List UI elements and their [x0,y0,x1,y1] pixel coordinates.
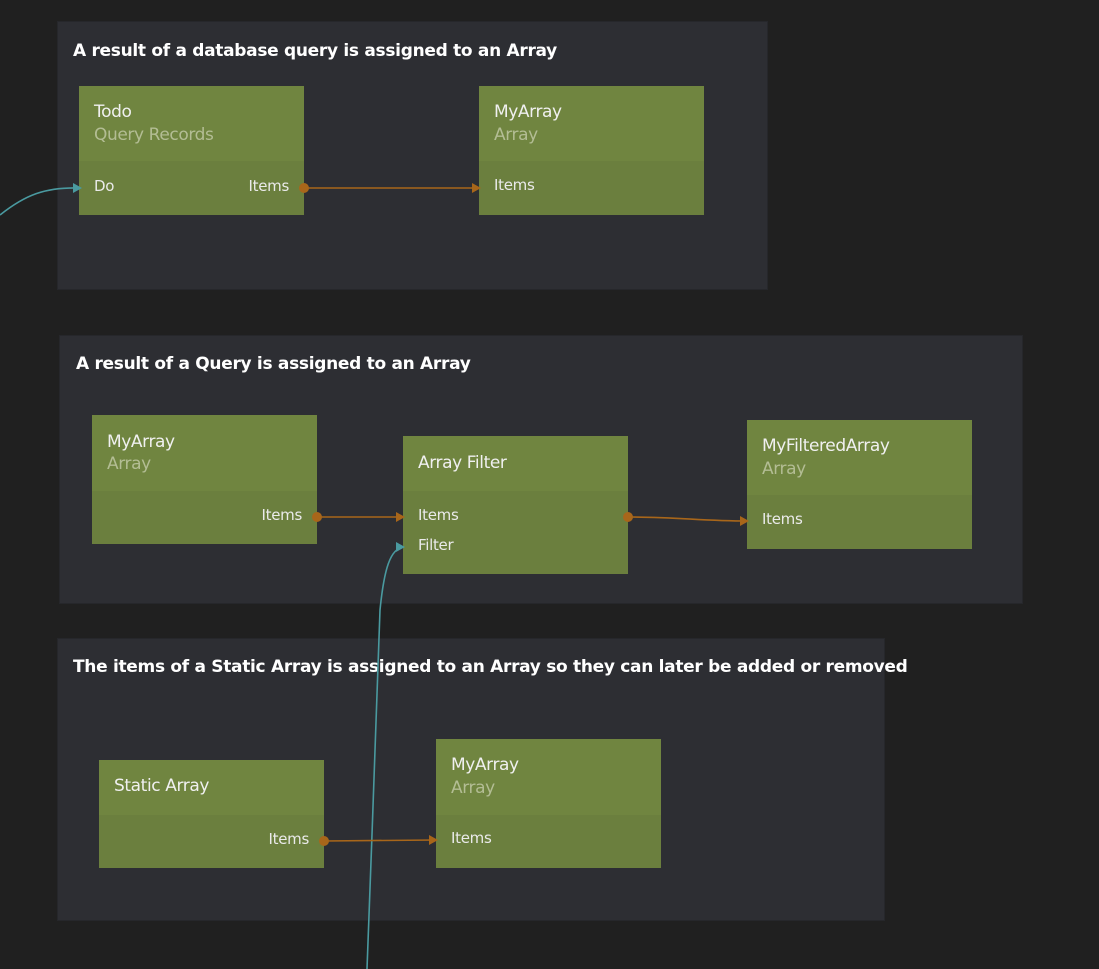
node-subtitle: Query Records [94,125,214,145]
node-subtitle: Array [762,459,806,479]
node-title: MyArray [451,755,519,775]
port-do-label[interactable]: Do [94,177,115,195]
port-items-label[interactable]: Items [451,829,492,847]
comment-title: A result of a database query is assigned… [73,41,557,61]
node-title: Array Filter [418,453,507,473]
node-todo-query-records[interactable]: Todo Query Records Do Items [79,86,304,215]
node-header[interactable] [747,420,972,495]
node-header[interactable] [479,86,704,161]
node-myfilteredarray[interactable]: MyFilteredArray Array Items [747,420,972,549]
port-items-label[interactable]: Items [261,506,303,524]
node-header[interactable] [92,415,317,491]
node-header[interactable] [436,739,661,815]
node-subtitle: Array [107,454,151,474]
node-header[interactable] [79,86,304,161]
port-items-label[interactable]: Items [494,176,535,194]
port-filter-label[interactable]: Filter [418,536,454,554]
node-title: Static Array [114,776,210,796]
node-title: Todo [94,102,132,122]
comment-title: The items of a Static Array is assigned … [73,657,908,677]
node-myarray[interactable]: MyArray Array Items [479,86,704,215]
node-myarray[interactable]: MyArray Array Items [92,415,317,544]
node-subtitle: Array [451,778,495,798]
node-title: MyArray [107,432,175,452]
node-title: MyArray [494,102,562,122]
port-items-label[interactable]: Items [418,506,459,524]
port-items-label[interactable]: Items [248,177,290,195]
comment-title: A result of a Query is assigned to an Ar… [76,354,471,374]
node-array-filter[interactable]: Array Filter Items Filter [403,436,628,574]
node-static-array[interactable]: Static Array Items [99,760,324,868]
port-items-label[interactable]: Items [762,510,803,528]
node-title: MyFilteredArray [762,436,890,456]
node-header[interactable] [403,436,628,491]
node-subtitle: Array [494,125,538,145]
node-myarray[interactable]: MyArray Array Items [436,739,661,868]
node-header[interactable] [99,760,324,815]
port-items-label[interactable]: Items [268,830,310,848]
